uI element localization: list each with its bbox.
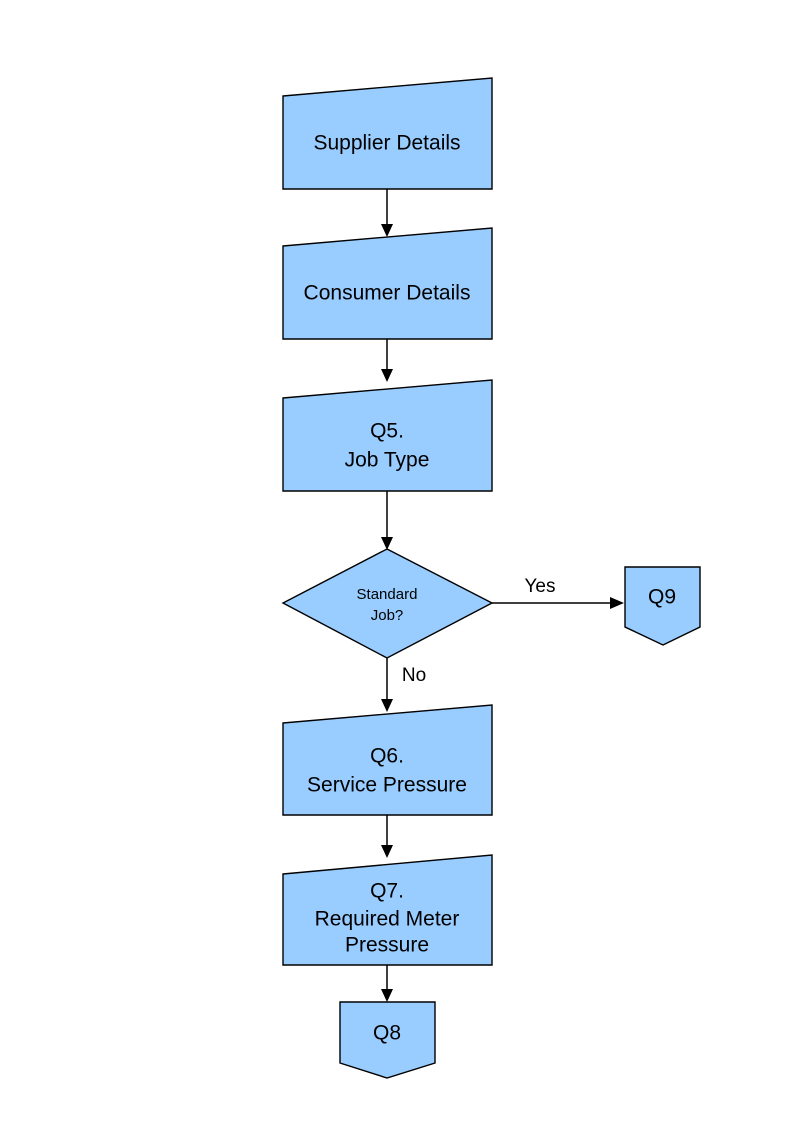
arrowhead-1: [381, 224, 393, 237]
q6-service-pressure-label-line2: Service Pressure: [307, 774, 467, 797]
arrowhead-7: [381, 989, 393, 1002]
node-supplier-details[interactable]: Supplier Details: [282, 77, 493, 190]
edge-q7-to-q8: [381, 965, 393, 1002]
q8-connector-label: Q8: [373, 1022, 401, 1045]
edge-q6-to-q7: [381, 815, 393, 858]
q8-connector-shape[interactable]: [339, 1001, 436, 1079]
arrowhead-3: [381, 537, 393, 550]
edge-decision-to-q9: Yes: [492, 576, 624, 609]
node-q7-required-meter-pressure[interactable]: Q7. Required Meter Pressure: [282, 854, 493, 966]
q7-required-meter-pressure-label-line3: Pressure: [345, 934, 429, 957]
edge-q5-to-decision: [381, 491, 393, 550]
standard-job-decision-shape[interactable]: [281, 548, 494, 659]
node-q9-connector[interactable]: Q9: [624, 566, 701, 646]
consumer-details-label: Consumer Details: [304, 282, 471, 305]
node-q5-job-type[interactable]: Q5. Job Type: [282, 379, 493, 492]
arrowhead-5: [381, 699, 393, 712]
arrowhead-4: [610, 597, 624, 609]
supplier-details-shape[interactable]: [282, 77, 493, 190]
edge-supplier-to-consumer: [381, 189, 393, 237]
edge-consumer-to-q5: [381, 339, 393, 382]
q7-required-meter-pressure-shape[interactable]: [282, 854, 493, 966]
q6-service-pressure-label-line1: Q6.: [370, 745, 404, 768]
q7-required-meter-pressure-label-line2: Required Meter: [315, 908, 460, 931]
q9-connector-label: Q9: [648, 586, 676, 609]
arrowhead-2: [381, 369, 393, 382]
arrowhead-6: [381, 845, 393, 858]
node-consumer-details[interactable]: Consumer Details: [282, 227, 493, 340]
edge-decision-to-q6: No: [381, 658, 426, 712]
standard-job-decision-label-line1: Standard: [357, 586, 418, 603]
node-standard-job-decision[interactable]: Standard Job?: [281, 548, 494, 659]
edge-label-no: No: [402, 665, 426, 686]
node-q6-service-pressure[interactable]: Q6. Service Pressure: [282, 704, 493, 816]
q6-service-pressure-shape[interactable]: [282, 704, 493, 816]
node-q8-connector[interactable]: Q8: [339, 1001, 436, 1079]
q5-job-type-label-line1: Q5.: [370, 420, 404, 443]
q5-job-type-label-line2: Job Type: [345, 449, 430, 472]
supplier-details-label: Supplier Details: [313, 132, 460, 155]
q7-required-meter-pressure-label-line1: Q7.: [370, 880, 404, 903]
consumer-details-shape[interactable]: [282, 227, 493, 340]
edge-label-yes: Yes: [525, 576, 556, 597]
q9-connector-shape[interactable]: [624, 566, 701, 646]
standard-job-decision-label-line2: Job?: [371, 607, 404, 624]
q5-job-type-shape[interactable]: [282, 379, 493, 492]
